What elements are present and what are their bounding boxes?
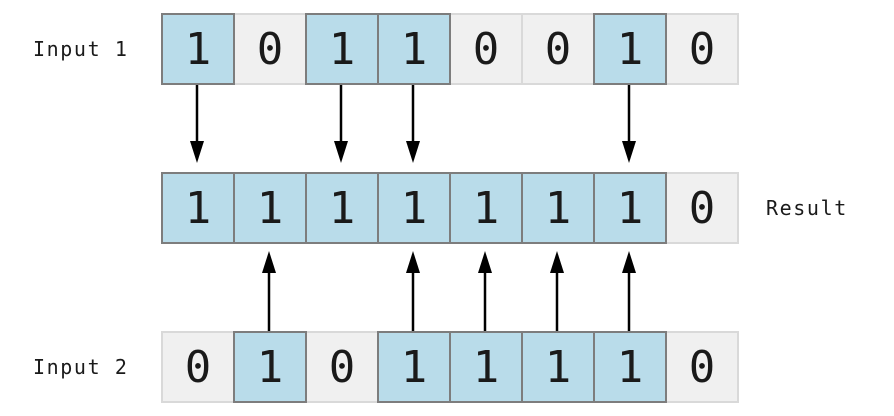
up-arrow	[478, 251, 492, 331]
bit-cell: 1	[521, 331, 595, 403]
bit-value: 1	[472, 182, 500, 234]
bit-value: 1	[256, 182, 284, 234]
bit-value: 1	[184, 23, 212, 75]
bit-cell: 0	[665, 331, 739, 403]
bit-value: 1	[184, 182, 212, 234]
bit-cell: 1	[377, 331, 451, 403]
bit-cell: 0	[665, 13, 739, 85]
bit-value: 1	[328, 23, 356, 75]
bit-cell: 1	[593, 13, 667, 85]
bit-cell: 1	[449, 172, 523, 244]
bit-cell: 0	[305, 331, 379, 403]
down-arrow	[190, 85, 204, 163]
bit-cell: 1	[161, 13, 235, 85]
bit-cell: 0	[449, 13, 523, 85]
bit-value: 0	[256, 23, 284, 75]
bit-value: 1	[400, 341, 428, 393]
bit-value: 0	[688, 23, 716, 75]
bit-cell: 1	[161, 172, 235, 244]
bit-value: 1	[472, 341, 500, 393]
bit-cell: 0	[233, 13, 307, 85]
down-arrow	[334, 85, 348, 163]
up-arrow	[622, 251, 636, 331]
up-arrow	[262, 251, 276, 331]
bit-cell: 0	[665, 172, 739, 244]
bit-value: 1	[400, 23, 428, 75]
down-arrow	[406, 85, 420, 163]
bit-value: 1	[616, 182, 644, 234]
bit-value: 1	[328, 182, 356, 234]
bit-value: 1	[616, 341, 644, 393]
input1-label: Input 1	[33, 37, 129, 61]
bit-cell: 1	[449, 331, 523, 403]
bit-cell: 1	[521, 172, 595, 244]
result-label: Result	[766, 196, 848, 220]
bit-value: 1	[544, 341, 572, 393]
bit-cell: 1	[377, 172, 451, 244]
bit-value: 0	[688, 182, 716, 234]
bit-cell: 0	[161, 331, 235, 403]
bit-value: 0	[328, 341, 356, 393]
bit-value: 0	[472, 23, 500, 75]
bit-cell: 1	[377, 13, 451, 85]
bit-value: 0	[184, 341, 212, 393]
input2-label: Input 2	[33, 355, 129, 379]
bit-cell: 1	[593, 331, 667, 403]
bit-cell: 1	[305, 172, 379, 244]
up-arrow	[550, 251, 564, 331]
bit-cell: 1	[305, 13, 379, 85]
bit-value: 1	[616, 23, 644, 75]
bit-cell: 1	[593, 172, 667, 244]
bit-cell: 1	[233, 331, 307, 403]
bit-value: 1	[400, 182, 428, 234]
bit-value: 1	[256, 341, 284, 393]
up-arrow	[406, 251, 420, 331]
bit-value: 0	[688, 341, 716, 393]
bit-cell: 1	[233, 172, 307, 244]
bit-cell: 0	[521, 13, 595, 85]
down-arrow	[622, 85, 636, 163]
bit-value: 1	[544, 182, 572, 234]
bit-value: 0	[544, 23, 572, 75]
